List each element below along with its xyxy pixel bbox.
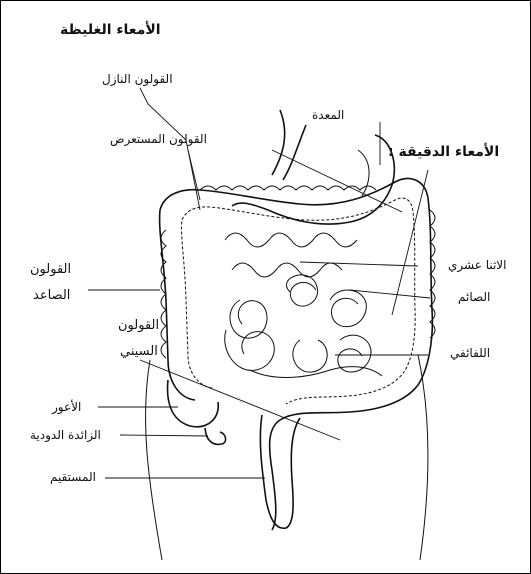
body-outline-left [146,360,162,560]
appendix-shape [205,428,226,444]
leader-descending-colon [140,88,200,210]
label-descending-colon: القولون النازل [102,72,173,86]
rectum-shape [260,415,300,528]
leader-small-long [392,170,428,315]
esophagus-inner [272,110,285,175]
esophagus [283,125,306,180]
body-outline-right [418,355,428,560]
label-large-intestine: الأمعاء الغليظة [60,22,161,38]
small-intestine-coils [225,233,382,378]
label-stomach: المعدة [312,108,344,122]
label-rectum: المستقيم [50,470,96,484]
label-ascending-colon-1: القولون [30,262,71,277]
colon-outer [160,179,433,530]
label-transverse-colon: القولون المستعرض [110,132,207,146]
leader-duodenum [300,262,418,266]
label-jejunum: الصائم [458,290,490,304]
label-duodenum: الاثنا عشري [448,258,507,272]
label-ileum: اللفائفي [450,346,490,360]
leader-transverse-colon [188,150,200,200]
leader-jejunum [350,290,430,298]
stomach-shape [232,135,394,224]
colon-inner [182,198,416,404]
leader-appendix [120,435,208,436]
label-sigmoid-colon-2: السيني [120,344,158,359]
label-cecum: الأعور [52,400,81,414]
label-sigmoid-colon-1: القولون [118,318,159,333]
label-small-intestine: الأمعاء الدقيقة : [388,144,499,160]
label-appendix: الزائدة الدودية [30,428,101,442]
label-ascending-colon-2: الصاعد [33,288,70,303]
